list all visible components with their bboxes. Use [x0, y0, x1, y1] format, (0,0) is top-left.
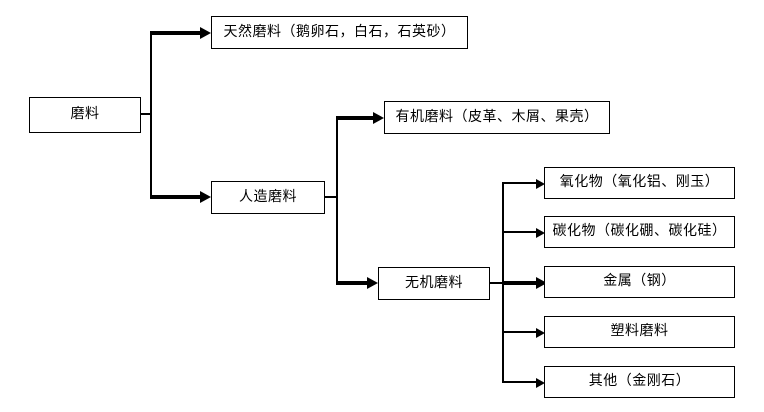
node-natural-abrasive-label: 天然磨料（鹅卵石，白石，石英砂）	[223, 24, 456, 40]
arrowhead-root-to-natural	[200, 26, 211, 39]
arrowhead-inorganic-to-carbide	[536, 227, 545, 238]
connector-root-trunk	[150, 32, 152, 198]
node-metal-label: 金属（钢）	[603, 274, 676, 289]
connector-inorganic-stub	[490, 282, 503, 284]
arrowhead-artificial-to-organic	[373, 111, 384, 124]
arrowhead-inorganic-to-oxide	[536, 178, 545, 189]
connector-inorganic-to-metal	[502, 281, 540, 285]
arrowhead-root-to-artificial	[200, 190, 211, 203]
node-natural-abrasive[interactable]: 天然磨料（鹅卵石，白石，石英砂）	[211, 16, 468, 49]
node-artificial-abrasive-label: 人造磨料	[239, 189, 297, 205]
node-root-label: 磨料	[70, 107, 100, 122]
connector-artificial-to-inorganic	[336, 281, 369, 285]
node-inorganic-abrasive[interactable]: 无机磨料	[378, 267, 490, 300]
connector-inorganic-to-plastic	[502, 331, 540, 333]
connector-root-stub	[140, 113, 152, 115]
arrowhead-inorganic-to-other	[536, 377, 545, 388]
connector-root-to-artificial	[150, 195, 202, 199]
connector-root-to-natural	[150, 31, 202, 35]
node-other[interactable]: 其他（金刚石）	[544, 366, 735, 398]
node-plastic-abrasive[interactable]: 塑料磨料	[544, 316, 735, 348]
node-inorganic-abrasive-label: 无机磨料	[405, 275, 463, 291]
node-other-label: 其他（金刚石）	[588, 374, 691, 389]
arrowhead-inorganic-to-metal	[536, 276, 547, 289]
node-oxide-label: 氧化物（氧化铝、刚玉）	[559, 175, 720, 190]
connector-inorganic-to-other	[502, 381, 540, 383]
arrowhead-artificial-to-inorganic	[367, 276, 378, 289]
node-oxide[interactable]: 氧化物（氧化铝、刚玉）	[544, 167, 735, 199]
node-organic-abrasive[interactable]: 有机磨料（皮革、木屑、果壳）	[384, 101, 610, 134]
connector-artificial-trunk	[336, 117, 338, 284]
node-carbide[interactable]: 碳化物（碳化硼、碳化硅）	[544, 216, 735, 248]
arrowhead-inorganic-to-plastic	[536, 327, 545, 338]
node-artificial-abrasive[interactable]: 人造磨料	[211, 181, 325, 214]
connector-artificial-stub	[325, 196, 338, 198]
node-root[interactable]: 磨料	[29, 97, 141, 133]
node-metal[interactable]: 金属（钢）	[544, 266, 735, 298]
node-carbide-label: 碳化物（碳化硼、碳化硅）	[552, 224, 727, 239]
connector-artificial-to-organic	[336, 116, 375, 120]
node-organic-abrasive-label: 有机磨料（皮革、木屑、果壳）	[395, 109, 599, 125]
connector-inorganic-to-oxide	[502, 182, 540, 184]
connector-inorganic-to-carbide	[502, 231, 540, 233]
node-plastic-abrasive-label: 塑料磨料	[610, 324, 669, 339]
